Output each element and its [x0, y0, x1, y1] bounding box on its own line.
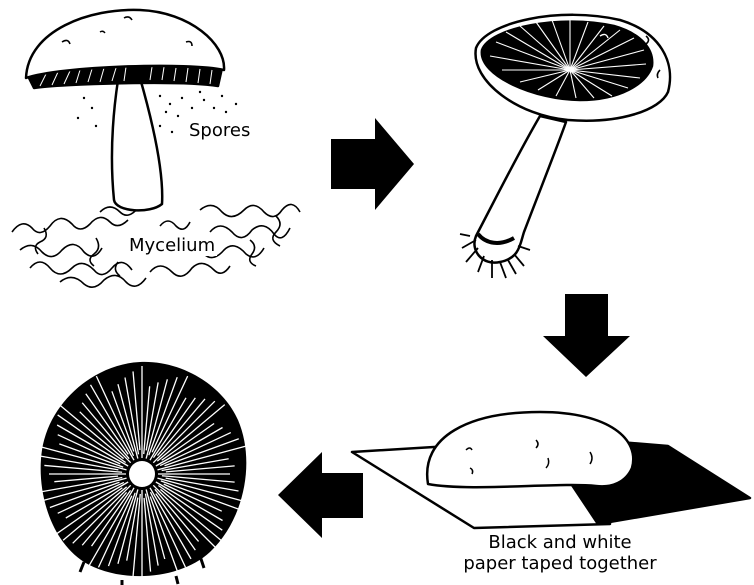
arrow-right-icon: [331, 118, 414, 210]
paper-label-line2: paper taped together: [455, 553, 665, 574]
cap-on-paper: [427, 412, 633, 487]
paper-label-line1: Black and white: [455, 532, 665, 553]
step4-spore-print: [36, 362, 247, 585]
mushroom-stem: [112, 78, 162, 210]
spores-label: Spores: [189, 121, 250, 141]
step3-cap-on-paper: [352, 412, 750, 528]
arrow-down-icon: [543, 294, 630, 377]
arrow-left-icon: [278, 452, 363, 538]
paper-label: Black and white paper taped together: [455, 532, 665, 574]
spore-print-center: [129, 461, 155, 487]
step2-cut-mushroom: [460, 15, 670, 278]
mycelium-label: Mycelium: [127, 236, 217, 256]
